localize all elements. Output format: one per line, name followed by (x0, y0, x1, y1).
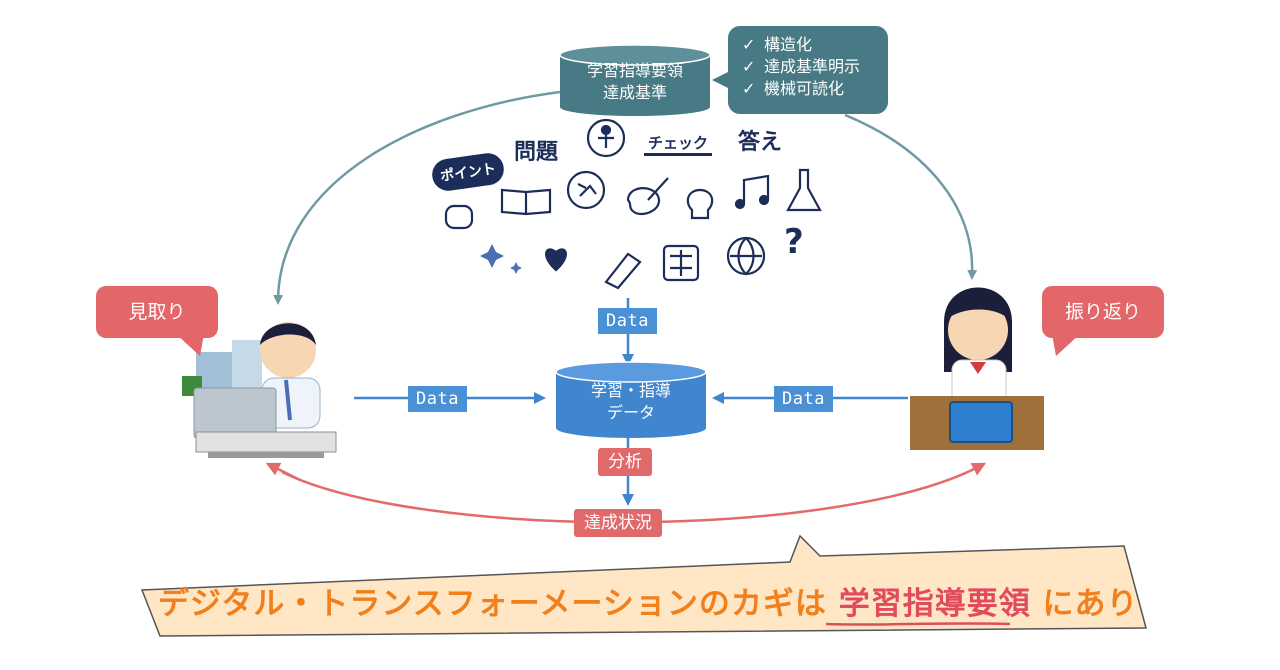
badminton-icon (604, 252, 642, 290)
teacher-speech-bubble: 見取り (96, 286, 218, 338)
headline-prefix: デジタル・トランスフォーメーションのカギは (158, 586, 839, 622)
center-database (555, 361, 707, 438)
center-database-line1: 学習・指導 (590, 381, 671, 400)
top-database-label: 学習指導要領 達成基準 (560, 60, 710, 104)
checklist-pointer (712, 72, 728, 88)
top-database (559, 44, 711, 116)
bulb-icon (686, 188, 714, 220)
teacher-illustration (182, 322, 337, 458)
headline: デジタル・トランスフォーメーションのカギは 学習指導要領 にあり (158, 578, 1138, 623)
headline-highlight: 学習指導要領 (838, 586, 1031, 622)
arc-to-teacher (273, 90, 561, 305)
headline-suffix: にあり (1030, 586, 1139, 622)
data-tag-right: Data (774, 386, 833, 412)
mondai-word: 問題 (514, 140, 559, 165)
runner-icon (566, 170, 606, 210)
checkmark-icon: ✓ (742, 57, 756, 76)
student-speech-tail (1052, 334, 1080, 356)
headline-banner (140, 534, 1147, 637)
checklist-item: ✓達成基準明示 (742, 57, 861, 76)
calculator-icon (662, 244, 700, 282)
flask-icon (786, 168, 822, 212)
thread-icon (444, 204, 474, 230)
checklist-item: ✓構造化 (742, 35, 813, 54)
checklist-box: ✓構造化 ✓達成基準明示 ✓機械可読化 (728, 26, 888, 114)
arc-to-student (844, 113, 978, 280)
question-icon: ? (784, 222, 804, 262)
data-tag-top: Data (598, 308, 657, 334)
data-tag-left: Data (408, 386, 467, 412)
student-speech-bubble: 振り返り (1042, 286, 1164, 338)
palette-icon (626, 187, 661, 216)
headline-underline (825, 622, 1011, 626)
music-icon (742, 174, 770, 204)
center-database-line2: データ (606, 403, 655, 422)
checkmark-icon: ✓ (742, 79, 756, 98)
center-database-label: 学習・指導 データ (556, 380, 706, 424)
icon-cloud (444, 118, 822, 290)
checklist-item: ✓機械可読化 (742, 79, 845, 98)
top-database-line2: 達成基準 (602, 83, 667, 102)
analysis-tag: 分析 (598, 448, 652, 476)
check-word: チェック (644, 132, 713, 156)
book-icon (500, 188, 552, 216)
kotae-word: 答え (738, 130, 783, 155)
checkmark-icon: ✓ (742, 35, 756, 54)
sparkle-icon (480, 244, 522, 274)
achievement-tag: 達成状況 (574, 509, 662, 537)
top-database-line1: 学習指導要領 (586, 61, 683, 80)
teacher-speech-tail (176, 334, 204, 356)
heart-icon (545, 248, 567, 272)
student-illustration (910, 287, 1044, 450)
